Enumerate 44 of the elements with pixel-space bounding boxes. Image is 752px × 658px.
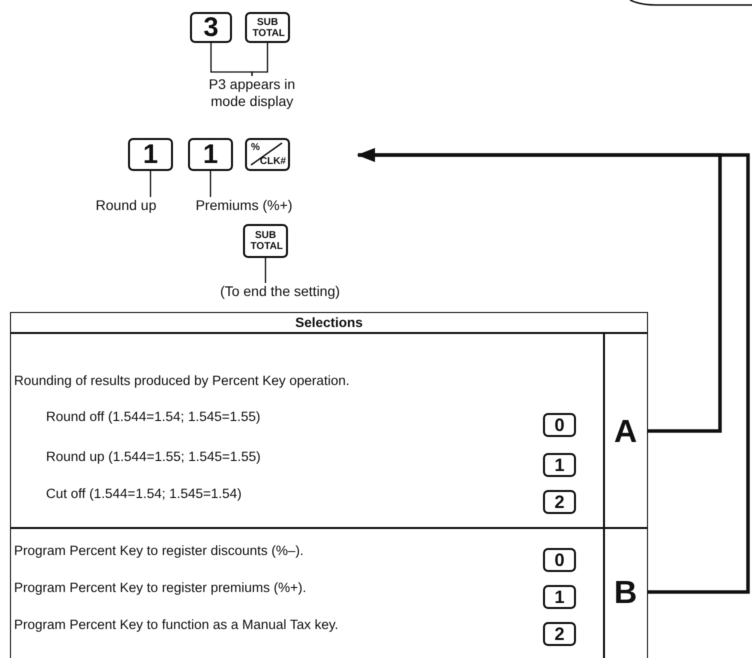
key-cap bbox=[543, 490, 576, 514]
key-cap bbox=[543, 585, 576, 609]
leader-line bbox=[210, 171, 212, 197]
key-legend: 1 bbox=[202, 141, 218, 168]
key-caption: Premiums (%+) bbox=[178, 197, 310, 217]
table-header: Selections bbox=[294, 314, 364, 331]
table-cell-text: Round off (1.544=1.54; 1.545=1.55) bbox=[46, 408, 260, 425]
key-cap bbox=[188, 138, 233, 171]
arrow bbox=[357, 148, 750, 594]
table-cell-text: Cut off (1.544=1.54; 1.545=1.54) bbox=[46, 485, 242, 502]
key-cap bbox=[543, 548, 576, 572]
leader-line bbox=[264, 258, 266, 283]
key-cap bbox=[245, 138, 290, 171]
key-cap bbox=[128, 138, 173, 171]
key-cap bbox=[190, 12, 232, 43]
table-cell-text: Rounding of results produced by Percent Key operation. bbox=[14, 372, 350, 389]
key-legend: 1 bbox=[554, 588, 564, 606]
key-legend: SUB TOTAL bbox=[250, 230, 280, 252]
key-caption: Round up bbox=[85, 197, 167, 217]
key-legend: 1 bbox=[554, 456, 564, 474]
key-legend: CLK# bbox=[260, 156, 286, 167]
key-cap bbox=[543, 413, 576, 437]
table-cell-text: Program Percent Key to function as a Manual Tax key. bbox=[14, 616, 338, 633]
key-legend: 3 bbox=[203, 14, 219, 41]
key-legend: 2 bbox=[554, 493, 564, 511]
leader-line bbox=[150, 171, 152, 197]
key-legend: 0 bbox=[554, 416, 564, 434]
key-caption: P3 appears in mode display bbox=[190, 76, 314, 114]
key-cap bbox=[243, 224, 288, 258]
section-letter: A bbox=[603, 334, 648, 528]
key-legend: 2 bbox=[554, 625, 564, 643]
key-legend: 1 bbox=[142, 141, 158, 168]
section-letter: B bbox=[603, 528, 648, 656]
key-cap bbox=[543, 453, 576, 477]
table-cell-text: Round up (1.544=1.55; 1.545=1.55) bbox=[46, 448, 261, 465]
key-legend: % bbox=[251, 142, 260, 153]
key-legend: 0 bbox=[554, 551, 564, 569]
table-cell-text: Program Percent Key to register premiums (%+). bbox=[14, 579, 306, 596]
bracket-line bbox=[251, 43, 268, 76]
key-legend: SUB TOTAL bbox=[252, 16, 282, 38]
key-cap bbox=[245, 12, 290, 43]
table-cell-text: Program Percent Key to register discounts (%–). bbox=[14, 542, 304, 559]
key-caption: (To end the setting) bbox=[195, 283, 365, 303]
key-cap bbox=[543, 622, 576, 646]
